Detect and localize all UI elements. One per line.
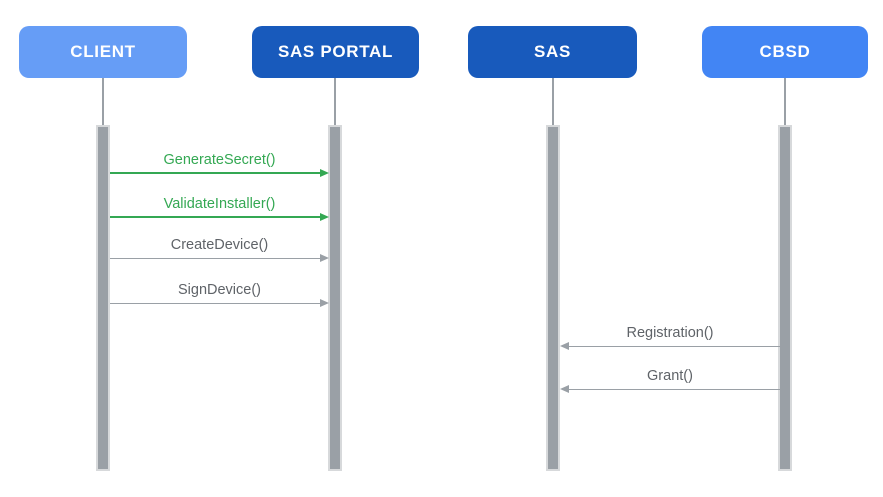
actor-label-sas-portal: SAS PORTAL (277, 42, 394, 61)
activation-bar-sas-portal (328, 125, 342, 471)
message-arrow-line (568, 345, 780, 347)
actor-label-sas: SAS (534, 42, 571, 61)
message-arrow-line (110, 257, 321, 259)
lifeline-sas-portal (334, 78, 336, 126)
message-arrow-line (110, 172, 321, 174)
actor-label-client: CLIENT (70, 42, 136, 61)
message-arrowhead (320, 169, 329, 177)
message-label: Grant() (647, 368, 693, 384)
activation-bar-sas (546, 125, 560, 471)
message-label: CreateDevice() (170, 237, 269, 253)
lifeline-sas (552, 78, 554, 126)
message-create-device: CreateDevice() (110, 231, 329, 262)
message-arrowhead (320, 254, 329, 262)
actor-box-client: CLIENT (19, 26, 187, 78)
message-registration: Registration() (560, 319, 780, 350)
activation-bar-client (96, 125, 110, 471)
message-arrowhead (560, 342, 569, 350)
message-arrow-line (110, 216, 321, 218)
message-arrow-line (110, 302, 321, 304)
message-grant: Grant() (560, 362, 780, 393)
actor-label-cbsd: CBSD (759, 42, 811, 61)
actor-box-cbsd: CBSD (702, 26, 868, 78)
message-label: ValidateInstaller() (163, 196, 276, 212)
message-arrow-line (568, 388, 780, 390)
lifeline-cbsd (784, 78, 786, 126)
message-label: GenerateSecret() (163, 152, 276, 168)
activation-bar-cbsd (778, 125, 792, 471)
message-arrowhead (560, 385, 569, 393)
message-arrowhead (320, 299, 329, 307)
message-validate-installer: ValidateInstaller() (110, 190, 329, 221)
message-arrowhead (320, 213, 329, 221)
message-generate-secret: GenerateSecret() (110, 146, 329, 177)
actor-box-sas-portal: SAS PORTAL (252, 26, 419, 78)
message-label: SignDevice() (178, 282, 261, 298)
message-label: Registration() (626, 325, 714, 341)
actor-box-sas: SAS (468, 26, 637, 78)
lifeline-client (102, 78, 104, 126)
message-sign-device: SignDevice() (110, 276, 329, 307)
